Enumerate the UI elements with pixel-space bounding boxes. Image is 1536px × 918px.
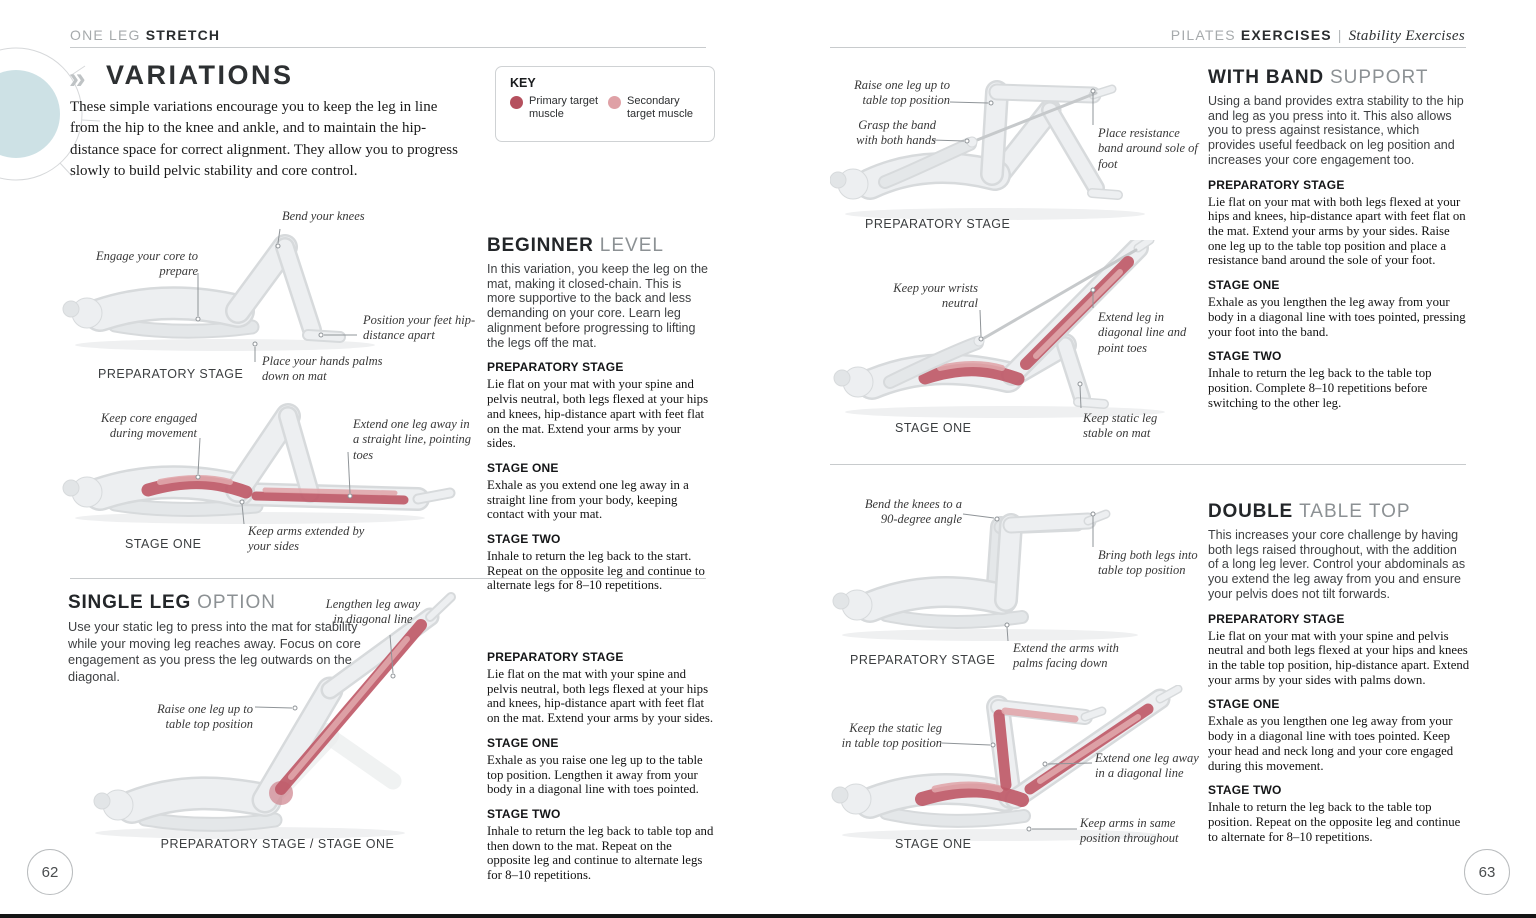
right-running-head: PILATES EXERCISES | Stability Exercises	[1171, 27, 1465, 45]
figure-annotation: Raise one leg up to table top position	[157, 702, 253, 732]
page-number-right: 63	[1464, 849, 1510, 895]
stage-block: PREPARATORY STAGE Lie flat on your mat w…	[1208, 177, 1466, 268]
figure-annotation: Extend leg in diagonal line and point to…	[1098, 310, 1187, 355]
secondary-muscle-dot-icon	[608, 96, 621, 109]
decorative-circle-graphic	[0, 47, 101, 181]
figure-caption: PREPARATORY STAGE	[98, 367, 244, 381]
stage-block: STAGE TWO Inhale to return the leg back …	[1208, 349, 1432, 410]
figure-band-preparatory: Raise one leg up to table top position G…	[830, 62, 1210, 237]
section-intro: Use your static leg to press into the ma…	[68, 618, 361, 684]
body-illustration	[831, 685, 1183, 841]
stage-block: PREPARATORY STAGE Lie flat on the mat wi…	[487, 650, 714, 726]
stage-block: PREPARATORY STAGE Lie flat on your mat w…	[1208, 611, 1470, 687]
figure-caption: PREPARATORY STAGE	[865, 217, 1011, 231]
double-table-top-section: DOUBLE TABLE TOP This increases your cor…	[1208, 501, 1470, 844]
figure-annotation: Keep your wrists neutral	[893, 281, 978, 311]
figure-double-preparatory: Bend the knees to a 90-degree angle Brin…	[830, 485, 1210, 675]
body-illustration	[62, 228, 375, 362]
key-label: Primary target muscle	[529, 95, 599, 121]
section-intro: In this variation, you keep the leg on t…	[487, 261, 708, 350]
page-title: VARIATIONS	[106, 60, 294, 90]
left-section-rule	[70, 578, 706, 579]
figure-caption: PREPARATORY STAGE / STAGE ONE	[160, 837, 395, 851]
figure-annotation: Grasp the band with both hands	[856, 118, 936, 148]
figure-annotation: Place your hands palms down on mat	[262, 354, 383, 384]
figure-band-stage-one: Keep your wrists neutral Extend leg in d…	[830, 240, 1210, 445]
running-head-light: ONE LEG	[70, 27, 146, 43]
section-heading: WITH BAND SUPPORT	[1208, 67, 1429, 88]
body-illustration	[833, 240, 1165, 418]
left-running-head: ONE LEG STRETCH	[70, 27, 220, 43]
figure-annotation: Extend one leg away in a straight line, …	[353, 417, 472, 462]
section-intro: Using a band provides extra stability to…	[1208, 93, 1464, 167]
stage-block: STAGE TWO Inhale to return the leg back …	[1208, 783, 1461, 844]
figure-annotation: Keep core engaged during movement	[100, 411, 197, 441]
right-section-rule	[830, 464, 1466, 465]
stage-block: PREPARATORY STAGE Lie flat on your mat w…	[487, 360, 709, 451]
stage-block: STAGE TWO Inhale to return the leg back …	[487, 532, 705, 593]
figure-annotation: Extend one leg away in a diagonal line	[1095, 751, 1199, 781]
figure-annotation: Extend the arms with palms facing down	[1013, 641, 1119, 671]
figure-annotation: Bend your knees	[282, 209, 365, 223]
figure-preparatory-stage: Bend your knees Engage your core to prep…	[60, 205, 475, 390]
running-head-bold: EXERCISES	[1240, 27, 1332, 43]
chevron-icon: »	[69, 62, 86, 95]
figure-caption: STAGE ONE	[125, 537, 202, 551]
muscle-key-box: KEY Primary target muscle Secondary targ…	[495, 66, 715, 142]
page-bottom-edge	[0, 914, 1536, 918]
body-illustration	[832, 509, 1138, 642]
variations-intro: These simple variations encourage you to…	[70, 99, 458, 179]
with-band-support-section: WITH BAND SUPPORT Using a band provides …	[1208, 67, 1468, 410]
stage-block: STAGE TWO Inhale to return the leg back …	[487, 806, 714, 883]
key-item-primary: Primary target muscle	[510, 95, 608, 121]
running-head-section: Stability Exercises	[1348, 28, 1465, 44]
running-head-bold: STRETCH	[145, 27, 221, 43]
section-intro: This increases your core challenge by ha…	[1208, 527, 1466, 601]
primary-muscle-dot-icon	[510, 96, 523, 109]
figure-annotation: Bring both legs into table top position	[1098, 548, 1198, 578]
key-item-secondary: Secondary target muscle	[608, 95, 706, 121]
figure-annotation: Engage your core to prepare	[96, 249, 198, 279]
figure-caption: STAGE ONE	[895, 837, 972, 851]
figure-annotation: Bend the knees to a 90-degree angle	[864, 497, 962, 527]
figure-annotation: Position your feet hip-distance apart	[363, 313, 476, 343]
key-title: KEY	[510, 76, 536, 90]
figure-stage-one: Keep core engaged during movement Extend…	[60, 398, 475, 563]
figure-caption: STAGE ONE	[895, 421, 972, 435]
figure-single-leg: Lengthen leg away in diagonal line Raise…	[85, 585, 470, 853]
stage-block: STAGE ONE Exhale as you extend one leg a…	[487, 460, 689, 522]
running-head-light: PILATES	[1170, 27, 1241, 43]
single-leg-stages: PREPARATORY STAGE Lie flat on the mat wi…	[487, 640, 715, 883]
key-label: Secondary target muscle	[627, 95, 694, 121]
page-number-left: 62	[27, 849, 73, 895]
running-head-separator: |	[1337, 27, 1343, 43]
stage-block: STAGE ONE Exhale as you lengthen one leg…	[1208, 697, 1454, 773]
figure-annotation: Keep static leg stable on mat	[1083, 411, 1158, 441]
figure-annotation: Keep arms in same position throughout	[1080, 816, 1179, 846]
stage-block: STAGE ONE Exhale as you raise one leg up…	[487, 735, 703, 797]
figure-annotation: Place resistance band around sole of foo…	[1098, 126, 1198, 171]
section-heading: BEGINNER LEVEL	[487, 235, 664, 256]
right-header-rule	[830, 47, 1466, 48]
beginner-level-section: BEGINNER LEVEL In this variation, you ke…	[487, 235, 711, 593]
body-illustration	[62, 403, 456, 525]
body-illustration	[830, 80, 1145, 220]
figure-annotation: Keep the static leg in table top positio…	[841, 721, 942, 751]
figure-annotation: Lengthen leg away in diagonal line	[325, 597, 421, 627]
figure-annotation: Raise one leg up to table top position	[854, 78, 950, 108]
section-heading: SINGLE LEG OPTION	[68, 592, 276, 613]
figure-caption: PREPARATORY STAGE	[850, 653, 996, 667]
single-leg-option-section: SINGLE LEG OPTION Use your static leg to…	[68, 592, 383, 685]
figure-double-stage-one: Keep the static leg in table top positio…	[830, 685, 1210, 860]
section-heading: DOUBLE TABLE TOP	[1208, 501, 1411, 522]
left-header-rule	[70, 47, 706, 48]
body-illustration	[93, 592, 456, 839]
figure-annotation: Keep arms extended by your sides	[248, 524, 365, 554]
stage-block: STAGE ONE Exhale as you lengthen the leg…	[1208, 278, 1466, 339]
